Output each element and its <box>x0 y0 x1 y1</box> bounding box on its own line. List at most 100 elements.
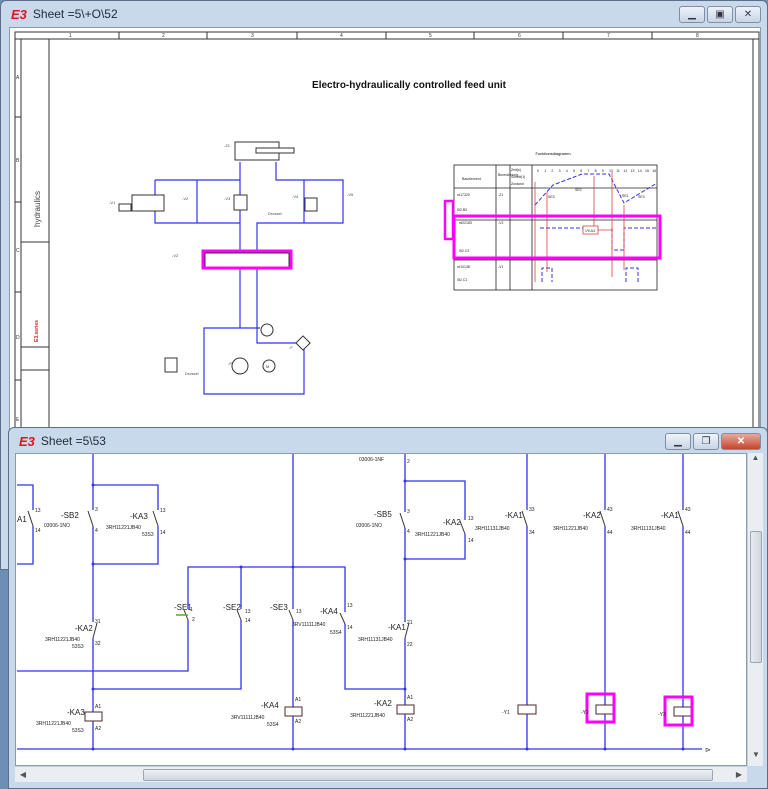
column-label: 5 <box>429 33 432 39</box>
vertical-scrollbar[interactable]: ▲ ▼ <box>747 453 763 766</box>
bottom-window-titlebar[interactable]: E3 Sheet =5\53 ▁ ❐ ✕ <box>9 428 767 454</box>
step-label: 0 <box>537 169 539 173</box>
pin-label: 14 <box>245 618 251 624</box>
row-label: E <box>16 417 20 423</box>
scroll-down-arrow[interactable]: ▼ <box>752 750 760 759</box>
pin-label: 34 <box>529 530 535 536</box>
minimize-button[interactable]: ▁ <box>679 6 705 23</box>
highlight-main-valve <box>201 249 293 270</box>
row-id: -Z1 <box>498 193 503 197</box>
pin-label: 4 <box>407 529 410 535</box>
valve-y3-coil <box>673 706 693 717</box>
row-id: -V1 <box>498 265 504 269</box>
pin-label: 2 <box>192 617 195 623</box>
restore-button[interactable]: ❐ <box>693 433 719 450</box>
sb5-type: 03006-1NO <box>356 523 382 529</box>
sb2-type: 03006-1NO <box>44 523 70 529</box>
row-label: A <box>16 75 20 81</box>
table-header: Zeit(s) <box>511 168 521 172</box>
valve-y1-coil <box>517 704 537 715</box>
minimize-button[interactable]: ▁ <box>665 433 691 450</box>
pin-label: A2 <box>295 719 301 725</box>
ka2-contact-label: -KA2 <box>443 518 461 527</box>
se3-part: 3RV11111JB40 <box>292 622 326 628</box>
signal-label: SE3 <box>548 195 555 199</box>
pin-label: 4 <box>95 528 98 534</box>
ka2-43-label: -KA2 <box>583 511 601 520</box>
scroll-thumb[interactable] <box>143 769 713 781</box>
ka4-ref: 53S4 <box>330 630 342 636</box>
scroll-right-arrow[interactable]: ▶ <box>735 770 743 779</box>
step-label: 11 <box>616 169 620 173</box>
continuation-arrow-icon[interactable]: ⊳ <box>705 747 711 754</box>
pin-label: 13 <box>35 508 41 514</box>
row-name: rd10138 <box>457 265 470 269</box>
filter-label: -F <box>289 345 293 350</box>
top-window-titlebar[interactable]: E3 Sheet =5\+O\52 ▁ ▣ ✕ <box>1 1 767 27</box>
bottom-window: E3 Sheet =5\53 ▁ ❐ ✕ <box>8 427 768 789</box>
e3-logo-icon: E3 <box>11 6 27 22</box>
ka4-coil-part: 3RV11111JB40 <box>231 715 265 721</box>
pin-label: 14 <box>160 530 166 536</box>
pin-label: 33 <box>529 507 535 513</box>
se2-label: -SE2 <box>223 603 241 612</box>
ka1-33-label: -KA1 <box>505 511 523 520</box>
ka2-coil <box>396 704 415 715</box>
step-label: 3 <box>559 169 561 173</box>
ka2-nc-label: -KA2 <box>75 624 93 633</box>
step-label: 4 <box>566 169 568 173</box>
pin-label: 13 <box>468 516 474 522</box>
pin-label: 31 <box>95 619 101 625</box>
table-header: Bezeichnung <box>498 173 518 177</box>
motor-label: M <box>266 364 269 369</box>
row-ref: I52.C3 <box>459 249 469 253</box>
close-button[interactable]: ✕ <box>735 6 761 23</box>
signal-label: SE2 <box>575 188 582 192</box>
column-label: 6 <box>518 33 521 39</box>
pump-symbol <box>231 357 249 375</box>
pin-label: 43 <box>685 507 691 513</box>
pressure-gauge-icon <box>260 323 274 337</box>
row-ref: I52.B3 <box>457 208 467 212</box>
horizontal-scrollbar[interactable]: ◀ ▶ <box>15 766 747 782</box>
ka1-nc-part: 3RH11131JB40 <box>358 637 393 643</box>
se3-label: -SE3 <box>270 603 288 612</box>
ka4-coil <box>284 706 303 717</box>
pin-label: 13 <box>296 609 302 615</box>
column-label: 4 <box>340 33 343 39</box>
step-label: 14 <box>638 169 642 173</box>
row-label: B <box>16 158 20 164</box>
window-title: Sheet =5\+O\52 <box>32 7 118 21</box>
row-name: rd17320 <box>457 193 470 197</box>
pin-label: A1 <box>407 695 413 701</box>
close-button[interactable]: ✕ <box>721 433 761 450</box>
ka4-coil-ref: 53S4 <box>267 722 279 728</box>
ka3-coil <box>84 711 103 722</box>
ka2-ref: 53S3 <box>72 644 84 650</box>
ka2-43-part: 3RH11221JB40 <box>553 526 588 532</box>
ka2-coil-part: 3RH11221JB40 <box>350 713 385 719</box>
signal-label: SE3 <box>638 195 645 199</box>
column-label: 8 <box>696 33 699 39</box>
filter-symbol <box>295 335 311 351</box>
pin-label: 3 <box>95 507 98 513</box>
ka1-label: A1 <box>17 515 27 524</box>
step-label: 9 <box>602 169 604 173</box>
scroll-up-arrow[interactable]: ▲ <box>751 453 760 462</box>
pin-label: 13 <box>245 609 251 615</box>
valve-y2-label: -Y2 <box>581 710 589 716</box>
highlight-y2-coil <box>585 692 616 724</box>
pin-label: 1 <box>190 607 193 613</box>
pin-label: 13 <box>160 508 166 514</box>
drossel-label-2: Drossel <box>185 371 199 376</box>
column-label: 7 <box>607 33 610 39</box>
step-label: 6 <box>580 169 582 173</box>
column-label: 1 <box>69 33 72 39</box>
maximize-button[interactable]: ▣ <box>707 6 733 23</box>
motor-symbol <box>262 359 276 373</box>
scroll-thumb[interactable] <box>750 531 762 663</box>
ka2-coil-label: -KA2 <box>374 699 392 708</box>
table-header: Schritt(1) <box>511 175 525 179</box>
bottom-sheet-canvas[interactable]: A1 -SB2 -KA3 -KA2 -SE1 -SE2 -SE3 -KA4 -K… <box>15 453 747 766</box>
scroll-left-arrow[interactable]: ◀ <box>19 770 27 779</box>
